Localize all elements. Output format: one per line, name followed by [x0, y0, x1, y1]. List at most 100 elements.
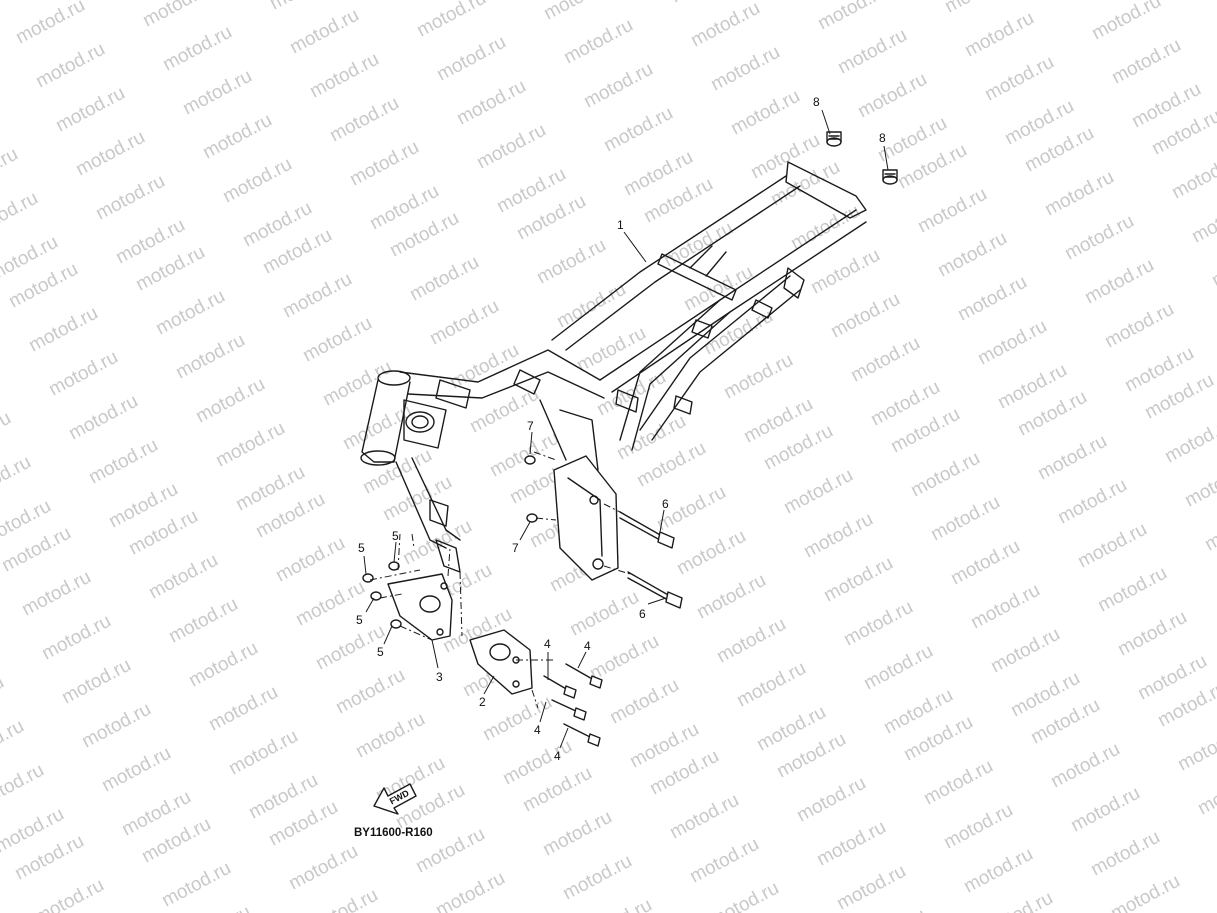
- watermark-text: motod.ru: [660, 218, 736, 272]
- watermark-text: motod.ru: [787, 201, 863, 255]
- watermark-text: motod.ru: [533, 235, 609, 289]
- watermark-text: motod.ru: [540, 0, 616, 24]
- watermark-text: motod.ru: [606, 675, 682, 729]
- watermark-text: motod.ru: [1194, 766, 1217, 820]
- watermark-text: motod.ru: [947, 536, 1023, 590]
- watermark-text: motod.ru: [31, 875, 107, 913]
- watermark-text: motod.ru: [954, 272, 1030, 326]
- collar-5-c[interactable]: [370, 591, 382, 601]
- watermark-text: motod.ru: [914, 184, 990, 238]
- fwd-arrow-icon: FWD: [373, 783, 417, 815]
- collar-7-upper[interactable]: [524, 455, 536, 465]
- watermark-text: motod.ru: [586, 631, 662, 685]
- watermark-text: motod.ru: [840, 597, 916, 651]
- watermark-text: motod.ru: [172, 330, 248, 384]
- watermark-text: motod.ru: [1094, 563, 1170, 617]
- watermark-text: motod.ru: [0, 452, 35, 506]
- watermark-text: motod.ru: [272, 533, 348, 587]
- watermark-text: motod.ru: [981, 52, 1057, 106]
- watermark-text: motod.ru: [152, 286, 228, 340]
- watermark-text: motod.ru: [178, 902, 254, 913]
- bolt-6-lower[interactable]: [627, 571, 683, 609]
- watermark-text: motod.ru: [980, 888, 1056, 913]
- watermark-text: motod.ru: [199, 110, 275, 164]
- watermark-text: motod.ru: [159, 22, 235, 76]
- watermark-text: motod.ru: [98, 743, 174, 797]
- watermark-text: motod.ru: [92, 171, 168, 225]
- watermark-text: motod.ru: [299, 313, 375, 367]
- damper-8-upper[interactable]: [826, 131, 842, 147]
- watermark-text: motod.ru: [145, 550, 221, 604]
- watermark-text: motod.ru: [0, 144, 22, 198]
- watermark-text: motod.ru: [860, 641, 936, 695]
- watermark-text: motod.ru: [961, 8, 1037, 62]
- watermark-text: motod.ru: [680, 262, 756, 316]
- watermark-text: motod.ru: [78, 699, 154, 753]
- engine-bracket-3[interactable]: [387, 573, 453, 641]
- watermark-text: motod.ru: [165, 594, 241, 648]
- callout-7b: 7: [512, 541, 519, 555]
- watermark-text: motod.ru: [666, 790, 742, 844]
- watermark-text: motod.ru: [212, 418, 288, 472]
- collar-5-d[interactable]: [390, 619, 402, 629]
- watermark-text: motod.ru: [45, 347, 121, 401]
- watermark-text: motod.ru: [1041, 167, 1117, 221]
- watermark-text: motod.ru: [453, 76, 529, 130]
- watermark-text: motod.ru: [580, 59, 656, 113]
- watermark-text: motod.ru: [693, 570, 769, 624]
- watermark-text: motod.ru: [800, 509, 876, 563]
- watermark-text: motod.ru: [279, 269, 355, 323]
- callout-6a: 6: [662, 497, 669, 511]
- watermark-text: motod.ru: [326, 93, 402, 147]
- watermark-text: motod.ru: [1101, 299, 1177, 353]
- collar-7-lower[interactable]: [526, 513, 538, 523]
- watermark-text: motod.ru: [1107, 871, 1183, 913]
- watermark-text: motod.ru: [185, 638, 261, 692]
- watermark-text: motod.ru: [1174, 722, 1217, 776]
- damper-8-lower[interactable]: [882, 169, 898, 185]
- watermark-text: motod.ru: [727, 86, 803, 140]
- watermark-text: motod.ru: [573, 323, 649, 377]
- watermark-text: motod.ru: [1081, 255, 1157, 309]
- watermark-text: motod.ru: [306, 49, 382, 103]
- watermark-text: motod.ru: [1088, 0, 1164, 44]
- watermark-text: motod.ru: [1114, 607, 1190, 661]
- watermark-text: motod.ru: [927, 492, 1003, 546]
- watermark-text: motod.ru: [1188, 194, 1217, 248]
- watermark-text: motod.ru: [853, 905, 929, 913]
- watermark-text: motod.ru: [566, 587, 642, 641]
- collar-5-b[interactable]: [388, 561, 400, 571]
- watermark-text: motod.ru: [352, 709, 428, 763]
- watermark-text: motod.ru: [0, 760, 48, 814]
- watermark-text: motod.ru: [707, 42, 783, 96]
- callout-4b: 4: [584, 639, 591, 653]
- watermark-text: motod.ru: [158, 858, 234, 912]
- watermark-text: motod.ru: [974, 316, 1050, 370]
- watermark-text: motod.ru: [399, 516, 475, 570]
- bolt-4-c[interactable]: [551, 699, 587, 721]
- watermark-text: motod.ru: [1087, 827, 1163, 881]
- watermark-text: motod.ru: [1061, 211, 1137, 265]
- watermark-text: motod.ru: [52, 83, 128, 137]
- collar-5-a[interactable]: [362, 573, 374, 583]
- watermark-text: motod.ru: [720, 350, 796, 404]
- watermark-text: motod.ru: [559, 851, 635, 905]
- main-frame[interactable]: [360, 161, 867, 581]
- watermark-text: motod.ru: [285, 841, 361, 895]
- bolt-4-a[interactable]: [543, 675, 577, 699]
- watermark-text: motod.ru: [579, 895, 655, 913]
- watermark-text: motod.ru: [854, 69, 930, 123]
- callout-8a: 8: [813, 95, 820, 109]
- watermark-text: motod.ru: [539, 807, 615, 861]
- watermark-text: motod.ru: [673, 526, 749, 580]
- callout-4c: 4: [534, 723, 541, 737]
- bolt-4-b[interactable]: [565, 663, 603, 689]
- watermark-text: motod.ru: [1208, 238, 1217, 292]
- bolt-4-d[interactable]: [563, 723, 601, 747]
- watermark-text: motod.ru: [0, 100, 2, 154]
- bolt-6-upper[interactable]: [619, 511, 675, 549]
- watermark-text: motod.ru: [713, 614, 789, 668]
- watermark-text: motod.ru: [305, 885, 381, 913]
